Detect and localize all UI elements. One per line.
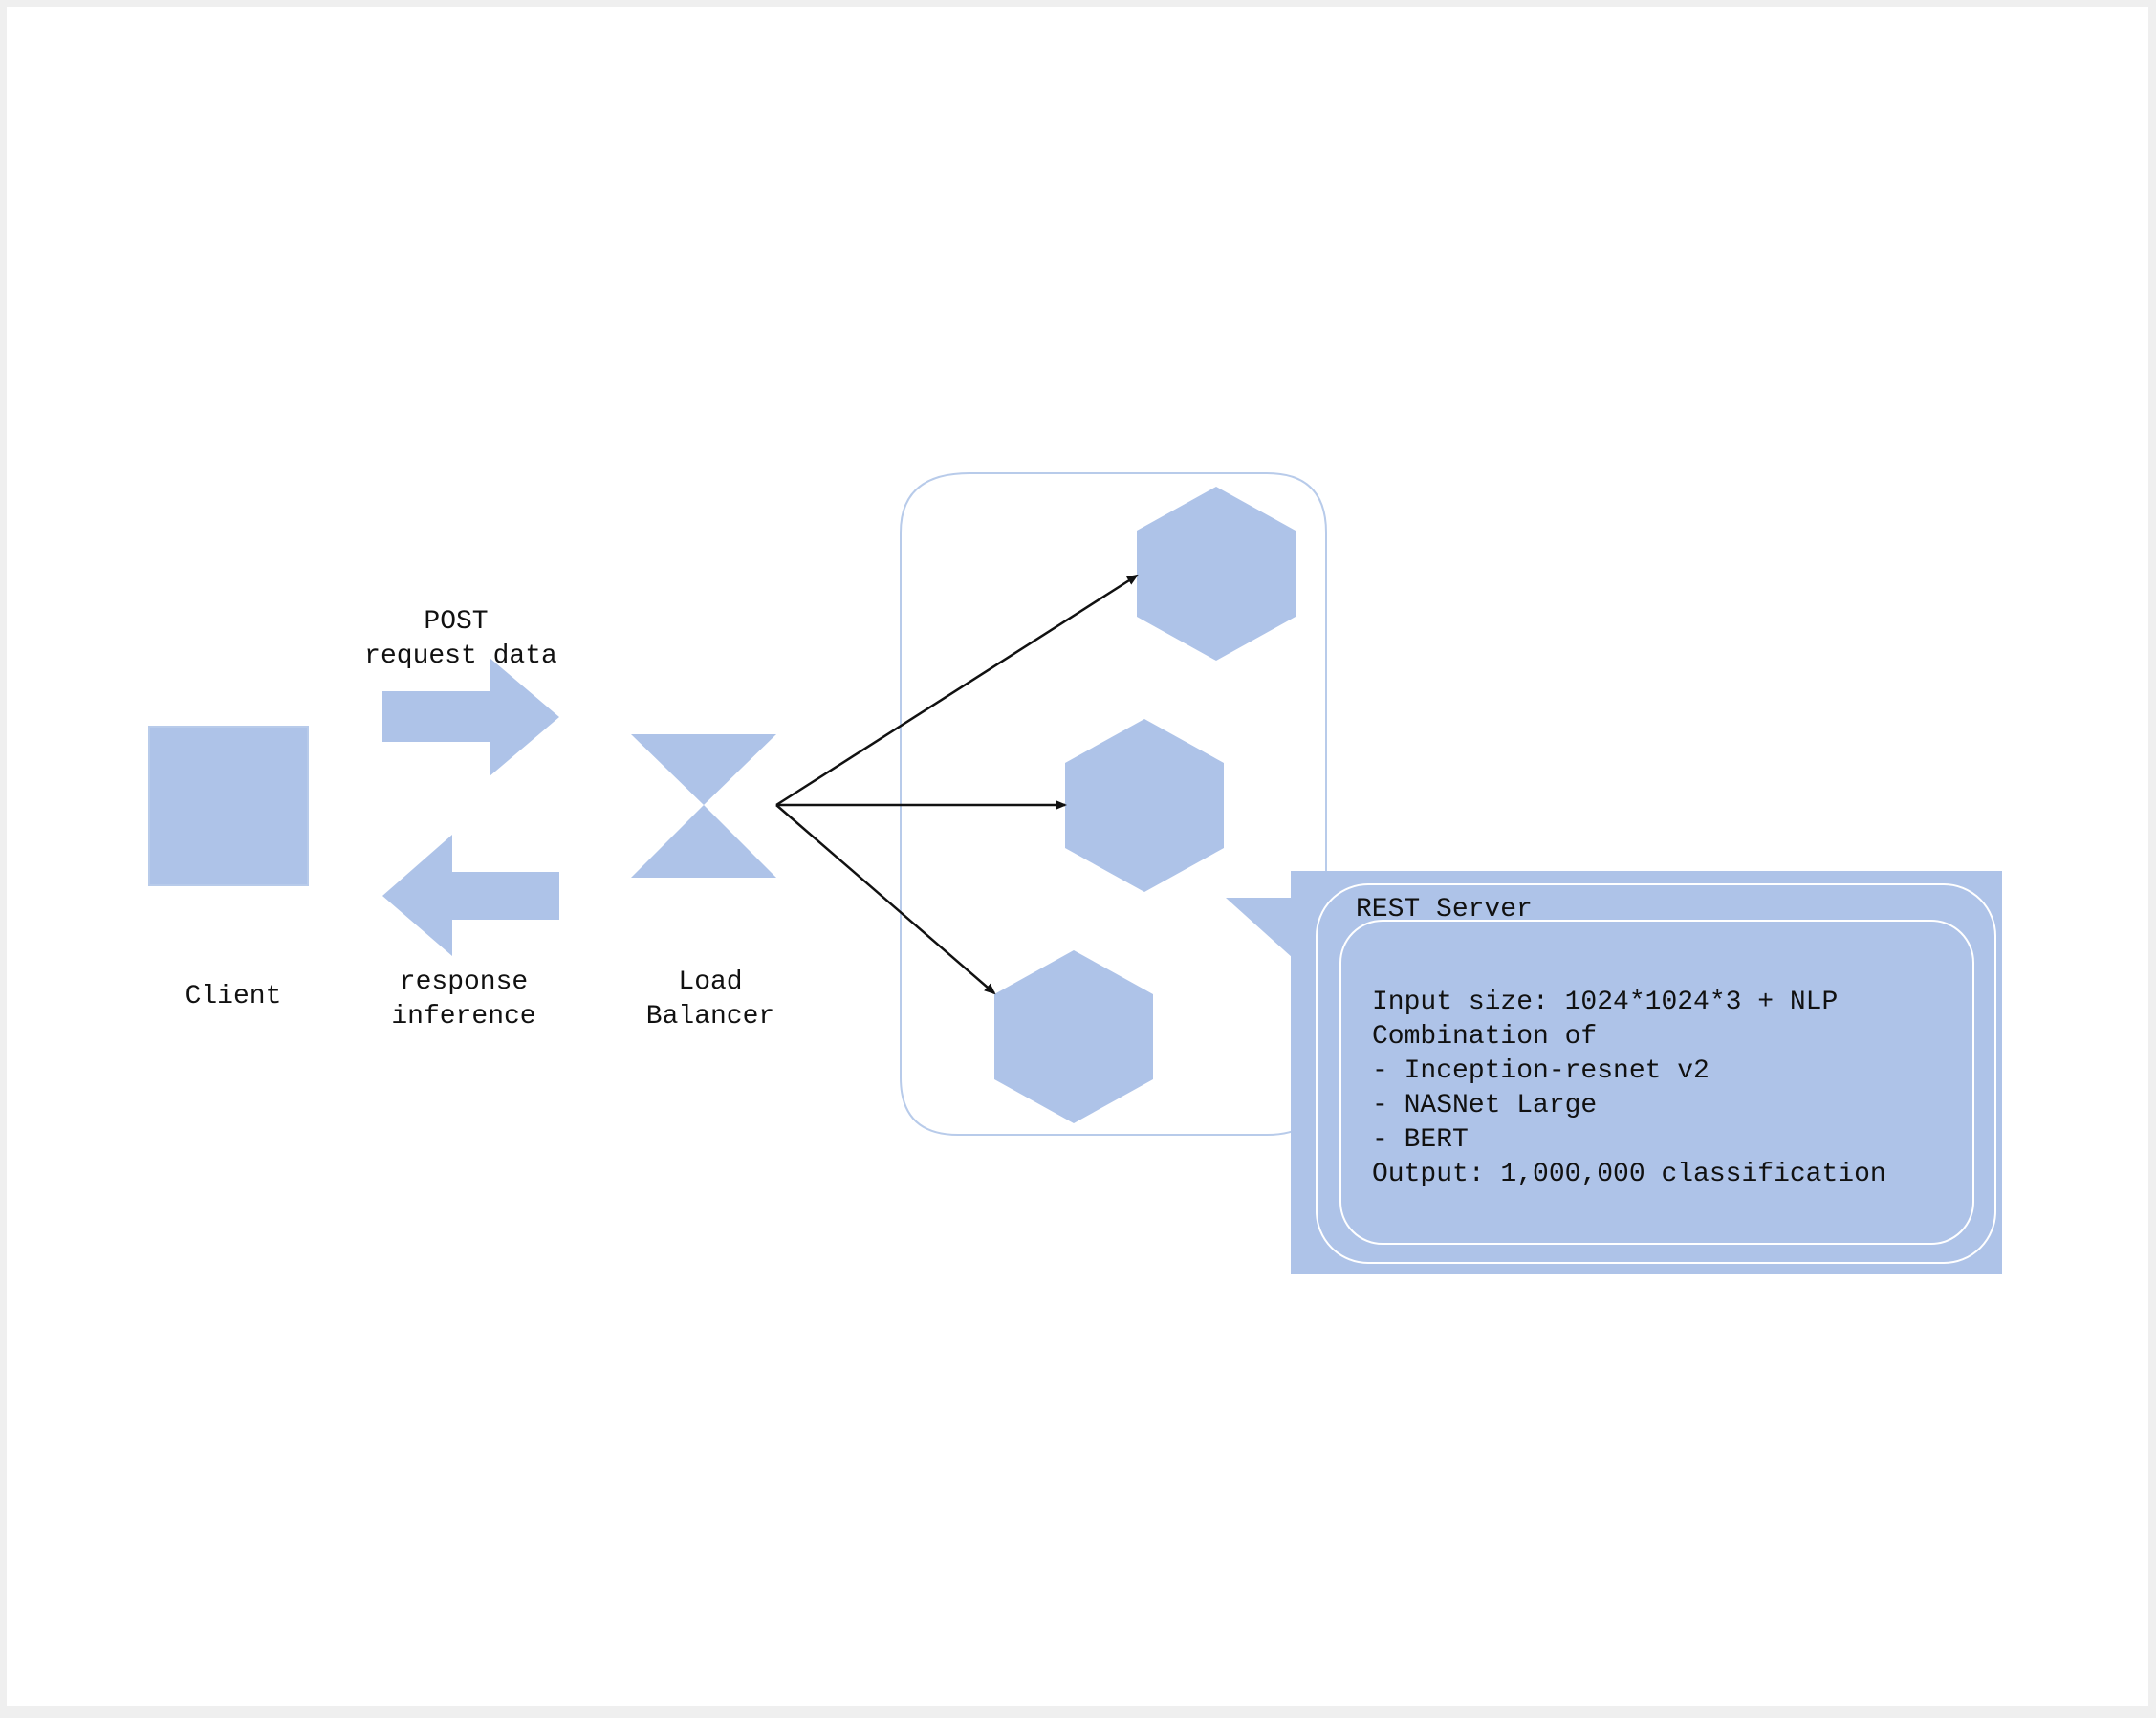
callout-line-output: Output: 1,000,000 classification xyxy=(1372,1160,1886,1189)
diagram-svg xyxy=(148,472,2002,1274)
callout-inner-frame xyxy=(1339,920,1974,1245)
server-cluster-container xyxy=(900,472,1327,1136)
server-hexagon-top xyxy=(1137,487,1296,661)
post-request-arrow xyxy=(382,658,559,776)
response-label-line1: response xyxy=(399,968,529,997)
post-label-line1: POST xyxy=(424,607,489,637)
load-balancer-icon-lower xyxy=(631,805,776,878)
callout-title: REST Server xyxy=(1356,895,1533,924)
load-balancer-icon xyxy=(631,734,776,805)
diagram-canvas: Client POST request data response infere… xyxy=(7,7,2148,1706)
client-box xyxy=(148,726,309,886)
connector-to-top-server xyxy=(775,574,1139,807)
response-label-line2: inference xyxy=(391,1002,536,1032)
callout-line-nasnet: - NASNet Large xyxy=(1372,1091,1598,1120)
response-arrow xyxy=(382,835,559,956)
callout-line-combination: Combination of xyxy=(1372,1022,1598,1052)
server-hexagon-bottom xyxy=(994,950,1153,1123)
callout-line-bert: - BERT xyxy=(1372,1125,1469,1155)
callout-line-input-size: Input size: 1024*1024*3 + NLP xyxy=(1372,988,1839,1017)
callout-line-inception: - Inception-resnet v2 xyxy=(1372,1056,1710,1086)
callout-pointer xyxy=(1226,898,1293,958)
post-label-line2: request data xyxy=(364,642,557,671)
server-hexagon-middle xyxy=(1065,719,1224,892)
callout-box xyxy=(1291,871,2002,1274)
callout-outer-frame xyxy=(1316,883,1996,1264)
load-balancer-label-line1: Load xyxy=(678,968,743,997)
connector-to-bottom-server xyxy=(775,804,996,995)
client-label: Client xyxy=(185,982,282,1011)
load-balancer-label-line2: Balancer xyxy=(645,1002,775,1032)
